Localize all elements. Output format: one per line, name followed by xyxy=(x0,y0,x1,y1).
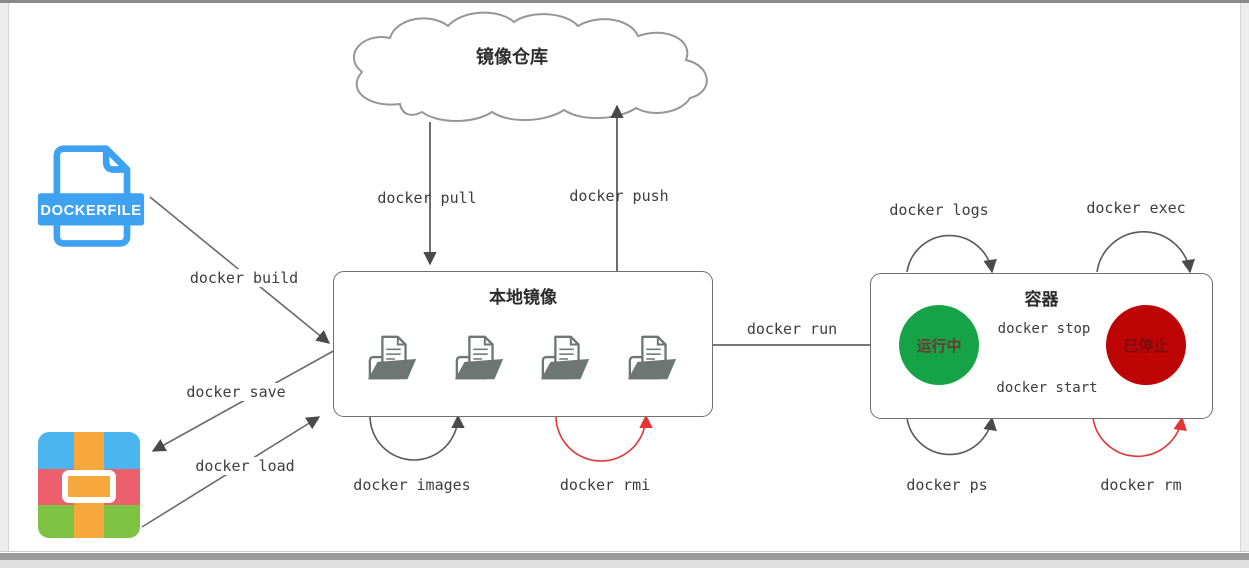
frame-bottom-lower xyxy=(0,560,1249,568)
docker-exec-label: docker exec xyxy=(1086,199,1186,217)
docker-rm-label: docker rm xyxy=(1100,476,1182,494)
docker-images-label: docker images xyxy=(353,476,471,494)
docker-push-label: docker push xyxy=(569,187,669,205)
docker-exec-loop xyxy=(1096,231,1195,274)
dockerfile-banner-label: DOCKERFILE xyxy=(40,203,141,219)
local-images-box: 本地镜像 xyxy=(333,271,713,417)
docker-build-label: docker build xyxy=(184,269,304,287)
frame-bottom-bar xyxy=(0,553,1249,560)
docker-logs-loop xyxy=(906,234,997,274)
image-file-icon xyxy=(453,335,505,381)
image-file-icon xyxy=(539,335,591,381)
archive-icon xyxy=(38,432,140,538)
docker-save-label: docker save xyxy=(181,383,291,401)
frame-right-margin xyxy=(1240,3,1249,552)
frame-left-margin xyxy=(0,3,9,552)
docker-images-loop xyxy=(369,414,465,461)
stopped-state-circle: 已停止 xyxy=(1106,305,1186,385)
docker-start-label: docker start xyxy=(996,380,1098,396)
frame-bottom-line xyxy=(0,551,1249,552)
docker-rmi-loop xyxy=(555,414,653,462)
dockerfile-icon: DOCKERFILE xyxy=(36,142,146,252)
container-box-title: 容器 xyxy=(1024,290,1059,309)
docker-ps-loop xyxy=(906,416,997,456)
image-icons-row xyxy=(334,334,712,382)
frame-top-border xyxy=(0,0,1249,3)
image-file-icon xyxy=(626,335,677,381)
docker-logs-label: docker logs xyxy=(889,201,989,219)
docker-rm-loop xyxy=(1092,416,1187,458)
docker-rmi-label: docker rmi xyxy=(559,476,651,494)
registry-cloud xyxy=(352,11,708,122)
docker-pull-label: docker pull xyxy=(377,189,477,207)
docker-run-label: docker run xyxy=(746,320,838,338)
docker-load-label: docker load xyxy=(190,457,300,475)
docker-ps-label: docker ps xyxy=(906,476,988,494)
docker-stop-label: docker stop xyxy=(997,321,1091,337)
registry-cloud-title: 镜像仓库 xyxy=(476,47,548,67)
image-file-icon xyxy=(367,335,418,381)
local-images-title: 本地镜像 xyxy=(489,288,557,307)
running-state-circle: 运行中 xyxy=(899,305,979,385)
